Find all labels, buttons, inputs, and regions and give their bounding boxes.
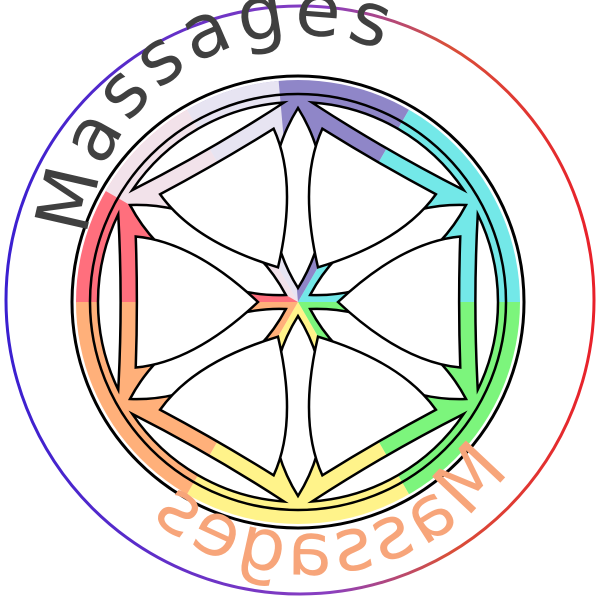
inner-triangle-hole [307, 335, 438, 478]
outer-ring [4, 4, 596, 596]
flower-of-life-icon [96, 100, 500, 504]
flower-inner-outline [88, 92, 508, 512]
rim-lens-hole [128, 100, 289, 194]
rim-lens-hole [474, 209, 500, 395]
inner-triangle-hole [336, 235, 462, 369]
rim-lens-hole [128, 410, 289, 504]
inner-triangle-hole [134, 235, 260, 369]
inner-triangle-hole [158, 335, 289, 478]
flower-outer-outline [70, 74, 526, 530]
rim-lens-hole [307, 100, 468, 194]
inner-triangle-hole [307, 126, 438, 269]
rim-lens-hole [307, 410, 468, 504]
rim-lens-hole [96, 209, 122, 395]
inner-triangle-hole [158, 126, 289, 269]
